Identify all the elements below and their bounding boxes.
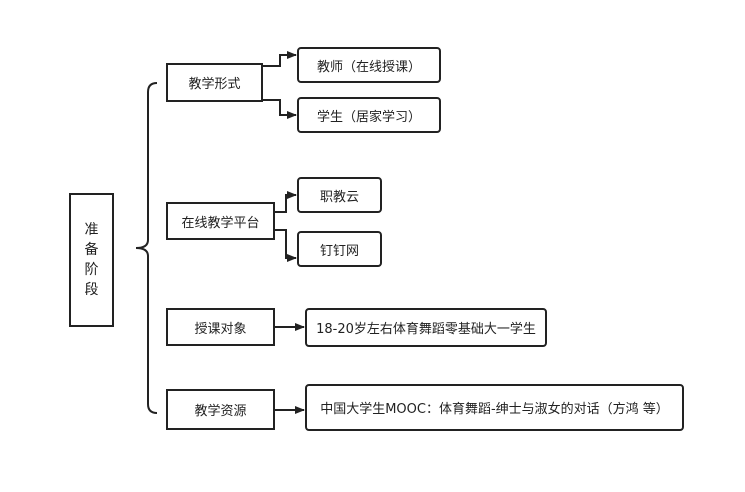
leaf-student-home: 学生（居家学习）	[297, 97, 441, 133]
leaf-label: 教师（在线授课）	[316, 59, 421, 75]
leaf-mooc-resource: 中国大学生MOOC：体育舞蹈-绅士与淑女的对话（方鸿 等）	[305, 384, 684, 431]
connector-teaching-form-student	[262, 99, 297, 119]
curly-brace	[135, 82, 158, 414]
root-char: 段	[84, 282, 99, 298]
root-char: 阶	[84, 262, 99, 278]
leaf-audience-desc: 18-20岁左右体育舞蹈零基础大一学生	[305, 308, 547, 347]
category-label: 授课对象	[194, 321, 247, 337]
connector-platform-dd	[274, 229, 297, 262]
category-resources: 教学资源	[166, 389, 275, 430]
category-label: 在线教学平台	[181, 215, 260, 231]
leaf-label: 职教云	[319, 189, 359, 205]
connector-platform-zjy	[274, 191, 297, 213]
leaf-label: 钉钉网	[319, 243, 359, 259]
leaf-label: 中国大学生MOOC：体育舞蹈-绅士与淑女的对话（方鸿 等）	[320, 402, 669, 417]
leaf-zhijiaoyun: 职教云	[297, 177, 382, 213]
category-label: 教学形式	[188, 77, 241, 92]
category-audience: 授课对象	[166, 308, 275, 346]
leaf-dingding: 钉钉网	[297, 231, 382, 267]
category-online-platform: 在线教学平台	[166, 202, 275, 240]
root-char: 准	[84, 222, 99, 238]
category-label: 教学资源	[194, 404, 247, 419]
root-node-box: 准 备 阶 段	[69, 193, 114, 327]
connector-teaching-form-teacher	[262, 51, 297, 67]
root-char: 备	[84, 242, 99, 258]
leaf-label: 学生（居家学习）	[316, 109, 421, 125]
leaf-teacher-online: 教师（在线授课）	[297, 47, 441, 83]
category-teaching-form: 教学形式	[166, 63, 263, 102]
leaf-label: 18-20岁左右体育舞蹈零基础大一学生	[316, 322, 536, 337]
